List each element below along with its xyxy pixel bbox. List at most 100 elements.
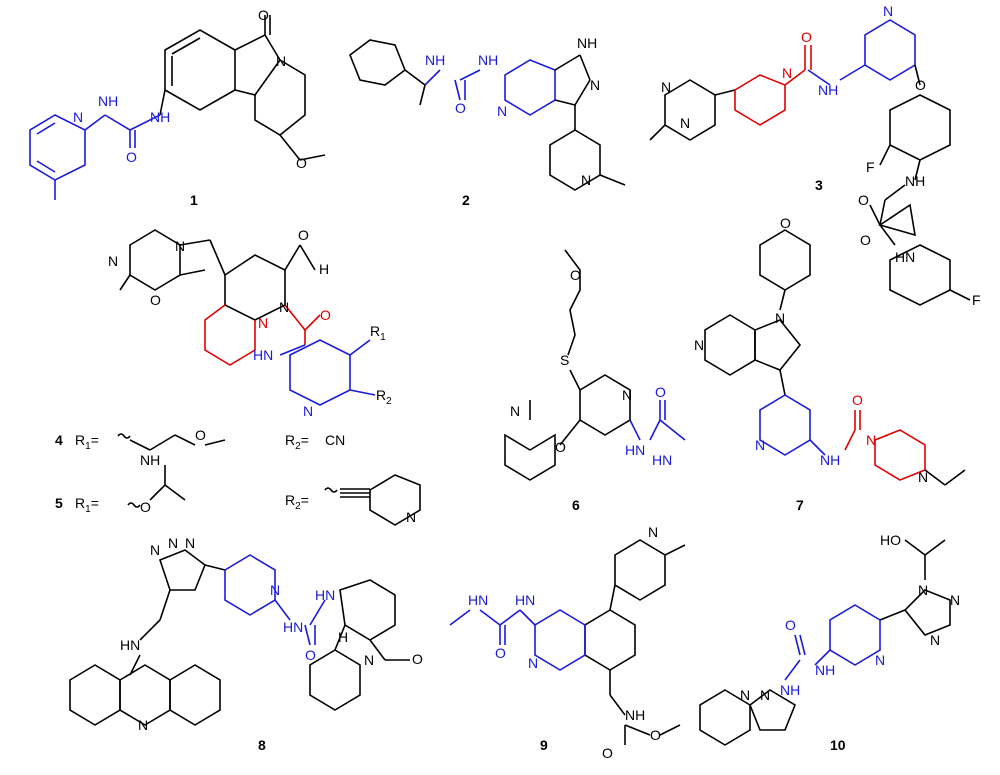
compound-3-hn-amide2: HN	[895, 249, 915, 265]
compound-2-structure: NH NH O N NH N N	[349, 35, 626, 191]
compound-10-hydroxyl: HO	[880, 532, 901, 548]
compound-4-piperazinone-n1: N	[108, 253, 118, 269]
compound-10-pyridine-n: N	[875, 652, 885, 668]
compound-2-pyridine-n: N	[497, 103, 507, 119]
compound-8-lactam-n: N	[364, 652, 374, 668]
compound-9-pyridine-n: N	[648, 524, 658, 540]
compound-4-urea-o: O	[320, 307, 331, 323]
compound-8-structure: N N N HN N N HN HN O N O H	[69, 535, 423, 733]
compound-3-label: 3	[815, 177, 823, 193]
compound-9-urea-o: O	[495, 645, 506, 661]
compound-3-fluoro: F	[866, 159, 875, 175]
compound-6-ether-o: O	[555, 439, 566, 455]
compound-4-hn: HN	[253, 347, 273, 363]
compound-4-aldehyde-h: H	[319, 261, 329, 277]
compound-10-triazole-n2: N	[950, 592, 960, 608]
compound-10-nh1: NH	[815, 662, 835, 678]
compound-7-pyridine-n: N	[694, 337, 704, 353]
compound-3-amide-o2: O	[860, 232, 871, 248]
compound-3-piperazine-n2: N	[680, 115, 690, 131]
compound-6-thioether-s: S	[560, 352, 569, 368]
compound-6-hn: HN	[625, 442, 645, 458]
compound-2-nh-left: NH	[425, 52, 445, 68]
compound-4-r1-nh: NH	[140, 452, 160, 468]
compound-8-triazole-n3: N	[185, 535, 195, 551]
compound-4-substituents: 4 R1= NH O R2= CN	[55, 427, 345, 468]
compound-5-label: 5	[55, 495, 63, 511]
compound-3-nh: NH	[818, 82, 838, 98]
compound-9-nh-right: HN	[515, 592, 535, 608]
compound-4-r2-value: CN	[325, 432, 345, 448]
compound-6-label: 6	[572, 497, 580, 513]
compound-10-label: 10	[830, 737, 846, 753]
compound-1-lactam-n: N	[276, 53, 286, 69]
compound-5-r1-label: R1=	[75, 495, 99, 515]
compound-4-naphthyridine-n: N	[279, 299, 289, 315]
compound-9-carbamate-o2: O	[650, 727, 661, 743]
compound-2-nh-right: NH	[478, 52, 498, 68]
compound-4-aldehyde-o: O	[298, 227, 309, 243]
compound-3-pyridine-n: N	[883, 3, 893, 19]
compound-7-piperazine-n1: N	[866, 432, 876, 448]
compound-10-triazole-n3: N	[930, 632, 940, 648]
compound-3-amide-o1: O	[858, 192, 869, 208]
compound-3-nh-amide1: NH	[905, 173, 925, 189]
compound-9-label: 9	[540, 737, 548, 753]
compound-1-structure: O N O NH NH O N	[29, 7, 326, 200]
compound-8-pyridine-n: N	[270, 582, 280, 598]
compound-8-urea-o: O	[305, 647, 316, 663]
compound-4-pyridine-n: N	[303, 403, 313, 419]
compound-6-methoxy-o: O	[570, 267, 581, 283]
compound-1-methoxy-o: O	[296, 155, 307, 171]
compound-9-isoquinoline-n: N	[528, 655, 538, 671]
compound-10-urea-o: O	[785, 617, 796, 633]
compound-9-nh-left: HN	[468, 592, 488, 608]
compound-6-pyridine-n: N	[622, 387, 632, 403]
compound-3-piperidine-n: N	[782, 65, 792, 81]
compound-4-r1-core: R1	[370, 323, 386, 343]
compound-7-urea-o: O	[852, 392, 863, 408]
compound-10-structure: HO N N N N NH O NH N N	[699, 532, 960, 746]
compound-7-nh: NH	[820, 452, 840, 468]
compound-5-r2-label: R2=	[285, 492, 309, 512]
compound-1-nh-left: NH	[98, 93, 118, 109]
compound-3-urea-o: O	[801, 29, 812, 45]
compound-2-pyrazole-n: N	[590, 77, 600, 93]
compound-4-piperazinone-o: O	[150, 292, 161, 308]
compound-10-pyrazole-n2: N	[760, 687, 770, 703]
compound-4-r2-label: R2=	[285, 432, 309, 452]
compound-1-nh-right: NH	[150, 109, 170, 125]
compound-4-r1-label: R1=	[75, 432, 99, 452]
compound-7-lower-pyridine-n: N	[755, 437, 765, 453]
compound-3-ether-o: O	[915, 77, 926, 93]
compound-9-structure: N HN HN O N NH O O	[449, 524, 686, 761]
compound-4-piperazinone-n2: N	[175, 238, 185, 254]
compound-7-piperazine-n2: N	[918, 469, 928, 485]
compound-10-pyrazole-n1: N	[740, 687, 750, 703]
compound-10-nh2: NH	[780, 682, 800, 698]
compound-1-oxo: O	[258, 7, 269, 23]
compound-1-label: 1	[190, 192, 198, 208]
compound-4-ring-n: N	[258, 315, 268, 331]
compound-4-label: 4	[55, 432, 63, 448]
compound-7-oxane-o: O	[780, 215, 791, 231]
compound-6-nh: HN	[652, 452, 672, 468]
compound-6-structure: O S O N N HN O HN	[504, 249, 686, 481]
compound-8-triazole-n2: N	[168, 535, 178, 551]
compound-8-stereo-h: H	[338, 629, 348, 645]
compound-7-pyrrole-n: N	[775, 310, 785, 326]
compound-8-label: 8	[258, 737, 266, 753]
compound-2-lower-pyridine-n: N	[581, 172, 591, 188]
compound-2-urea-o: O	[455, 100, 466, 116]
compound-3-structure: N N N O NH N O F NH O O HN F	[649, 3, 981, 308]
compound-3-para-fluoro: F	[972, 292, 981, 308]
compound-1-urea-o: O	[126, 149, 137, 165]
compound-9-carbamate-nh: NH	[625, 707, 645, 723]
compound-8-nh-urea: HN	[315, 587, 335, 603]
compound-5-r1-o: O	[140, 499, 151, 515]
compound-2-label: 2	[462, 192, 470, 208]
compound-5-r2-pyridine-n: N	[406, 509, 416, 525]
compound-8-lactam-o: O	[412, 651, 423, 667]
compound-8-hn-urea: HN	[283, 619, 303, 635]
